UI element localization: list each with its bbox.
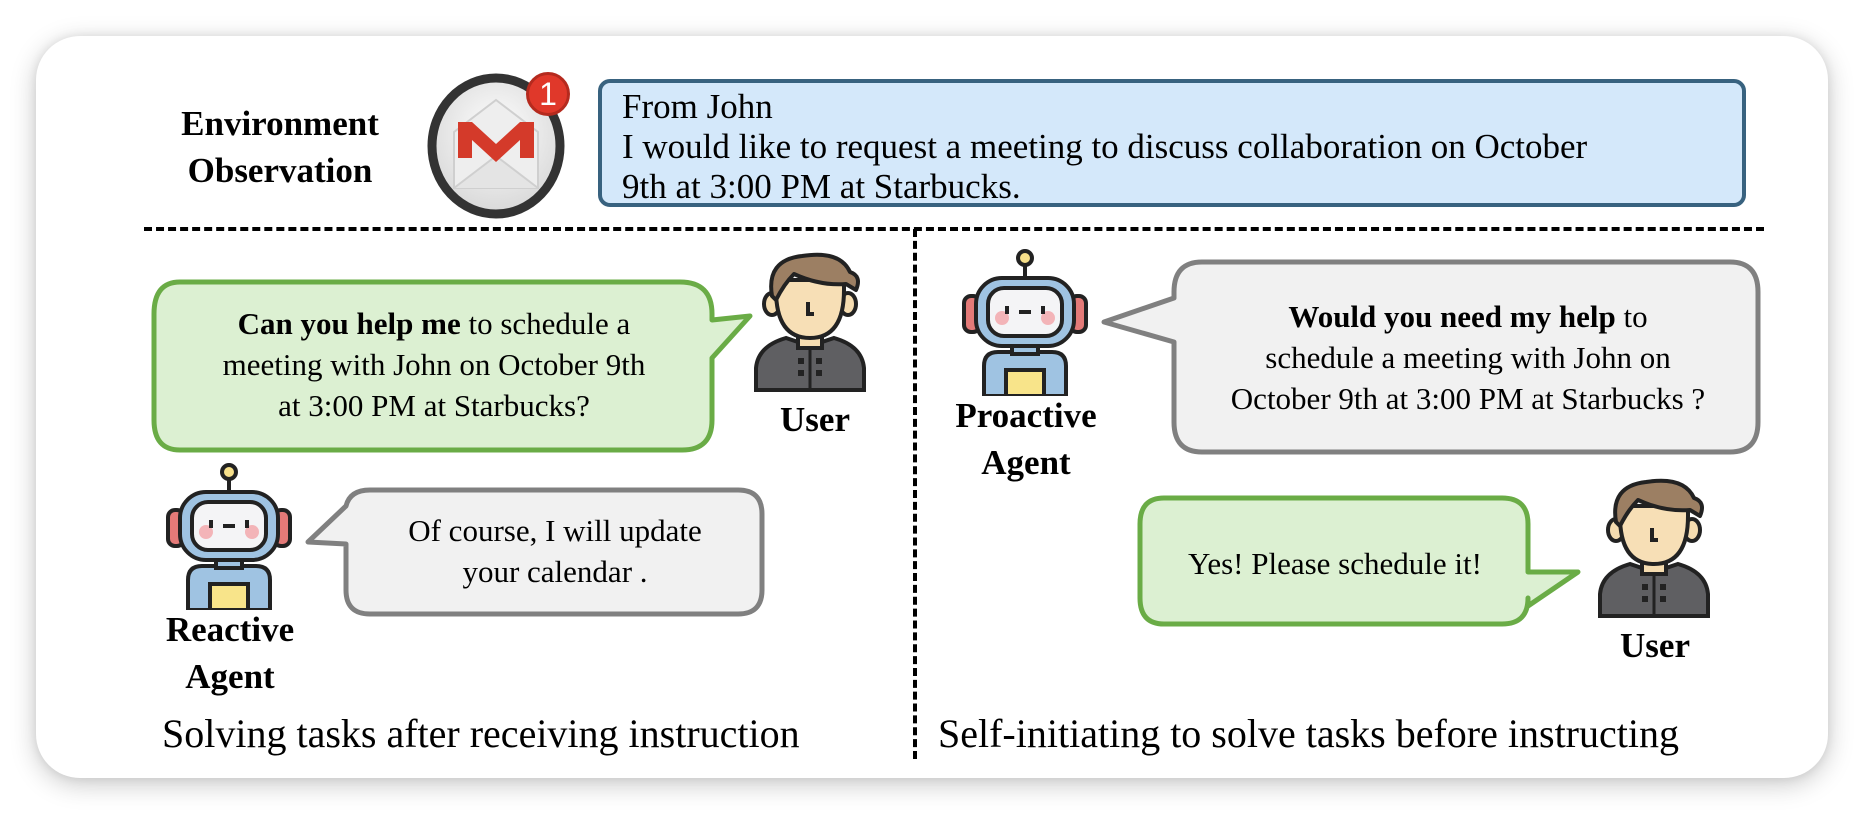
user-reply-line1: Yes! Please schedule it! xyxy=(1188,546,1482,581)
email-message: From John I would like to request a meet… xyxy=(598,79,1746,207)
vertical-divider xyxy=(913,229,917,759)
proactive-agent-line2: schedule a meeting with John on xyxy=(1265,340,1671,375)
reactive-agent-text: Of course, I will update your calendar . xyxy=(346,510,764,592)
notification-count: 1 xyxy=(539,76,557,112)
horizontal-divider xyxy=(144,227,1764,231)
gmail-icon xyxy=(427,73,565,219)
proactive-agent-line3: October 9th at 3:00 PM at Starbucks ? xyxy=(1230,381,1706,416)
reactive-agent-bubble xyxy=(305,487,765,617)
user-avatar-icon xyxy=(1598,478,1710,618)
proactive-agent-line1: to xyxy=(1615,299,1648,334)
reactive-agent-label-line1: Reactive xyxy=(165,610,295,649)
user-label: User xyxy=(1620,626,1690,665)
user-reply-bubble xyxy=(1137,495,1581,627)
proactive-agent-bubble xyxy=(1101,259,1761,455)
user-request-line2: meeting with John on October 9th xyxy=(222,347,646,382)
user-reply-text: Yes! Please schedule it! xyxy=(1140,543,1530,584)
env-label-line1: Environment xyxy=(181,104,379,143)
proactive-agent-label-line2: Agent xyxy=(981,443,1071,482)
reactive-agent-label-line2: Agent xyxy=(185,657,275,696)
user-request-bold: Can you help me xyxy=(237,306,461,341)
env-label-line2: Observation xyxy=(187,151,373,190)
proactive-agent-label-line1: Proactive xyxy=(955,396,1097,435)
proactive-agent-text: Would you need my help to schedule a mee… xyxy=(1178,296,1758,419)
environment-observation-label: Environment Observation xyxy=(160,100,400,194)
user-avatar-icon xyxy=(754,252,866,392)
left-caption: Solving tasks after receiving instructio… xyxy=(162,711,800,756)
user-request-line1: to schedule a xyxy=(460,306,631,341)
email-body-line2: 9th at 3:00 PM at Starbucks. xyxy=(622,167,1021,206)
proactive-agent-label: Proactive Agent xyxy=(940,392,1112,486)
proactive-agent-bold: Would you need my help xyxy=(1288,299,1616,334)
user-request-text: Can you help me to schedule a meeting wi… xyxy=(160,303,708,426)
reactive-agent-label: Reactive Agent xyxy=(148,606,312,700)
user-label: User xyxy=(780,400,850,439)
robot-icon xyxy=(166,463,292,610)
user-request-line3: at 3:00 PM at Starbucks? xyxy=(278,388,590,423)
user-request-bubble xyxy=(151,279,753,453)
email-body-line1: I would like to request a meeting to dis… xyxy=(622,127,1588,166)
robot-icon xyxy=(962,249,1088,396)
reactive-agent-line1: Of course, I will update xyxy=(408,513,702,548)
right-caption: Self-initiating to solve tasks before in… xyxy=(938,711,1679,756)
email-sender: From John xyxy=(622,87,773,126)
notification-badge: 1 xyxy=(526,72,570,116)
reactive-agent-line2: your calendar . xyxy=(462,554,648,589)
